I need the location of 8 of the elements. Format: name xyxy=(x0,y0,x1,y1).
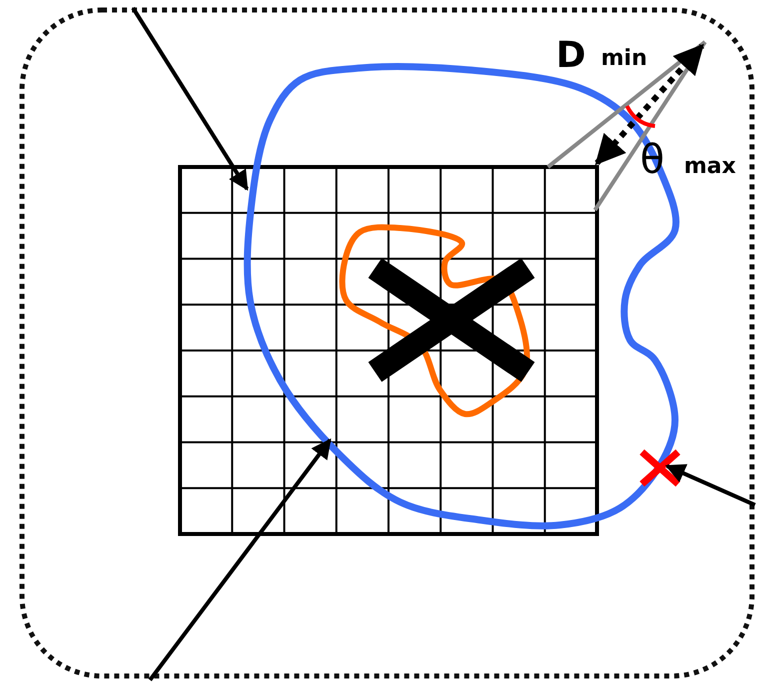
subscript-label: max xyxy=(684,156,736,178)
arrow xyxy=(148,438,332,682)
arrow xyxy=(131,6,249,191)
dimension-symbol: D xyxy=(556,38,586,74)
grid xyxy=(176,163,601,538)
arrow xyxy=(665,464,756,507)
subscript-label: min xyxy=(601,48,648,70)
cross-mark xyxy=(638,448,682,488)
